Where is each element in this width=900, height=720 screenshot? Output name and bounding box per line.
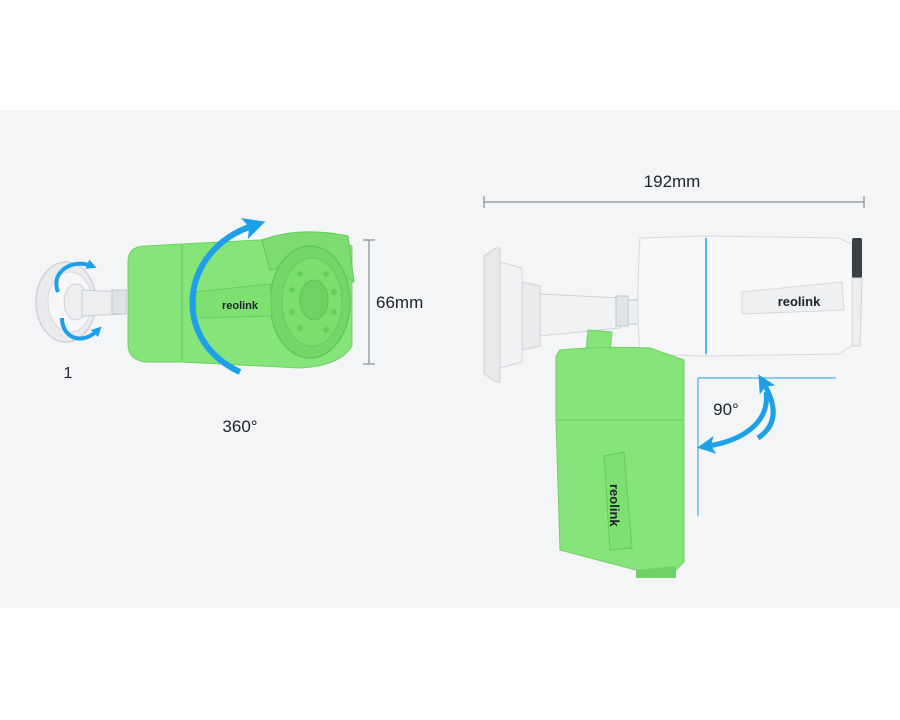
left-wall-mount [35,261,127,343]
left-camera-body [127,231,355,369]
right-wall-mount [483,247,641,383]
right-camera-body [637,235,863,357]
rotation-arrow-360 [189,218,266,375]
left-camera-logo: reolink [222,300,259,312]
tilt-angle-label: 90° [713,400,739,419]
length-dimension-label: 192mm [644,172,701,191]
right-camera-logo: reolink [778,294,821,309]
tilt-arrow-90-return [756,374,776,441]
tilted-camera-logo: reolink [607,484,622,527]
height-dimension-line [363,239,375,365]
right-camera: reolink reolink [483,235,863,578]
rotation-label: 360° [222,417,257,436]
right-camera-tilted-body [555,329,685,578]
left-camera: reolink [35,218,355,375]
height-dimension-label: 66mm [376,293,423,312]
mount-rotation-arrows [54,259,102,341]
tilt-arrow-90 [697,391,769,454]
tilt-index-label: 1 [64,365,73,382]
length-dimension-line [483,196,865,208]
